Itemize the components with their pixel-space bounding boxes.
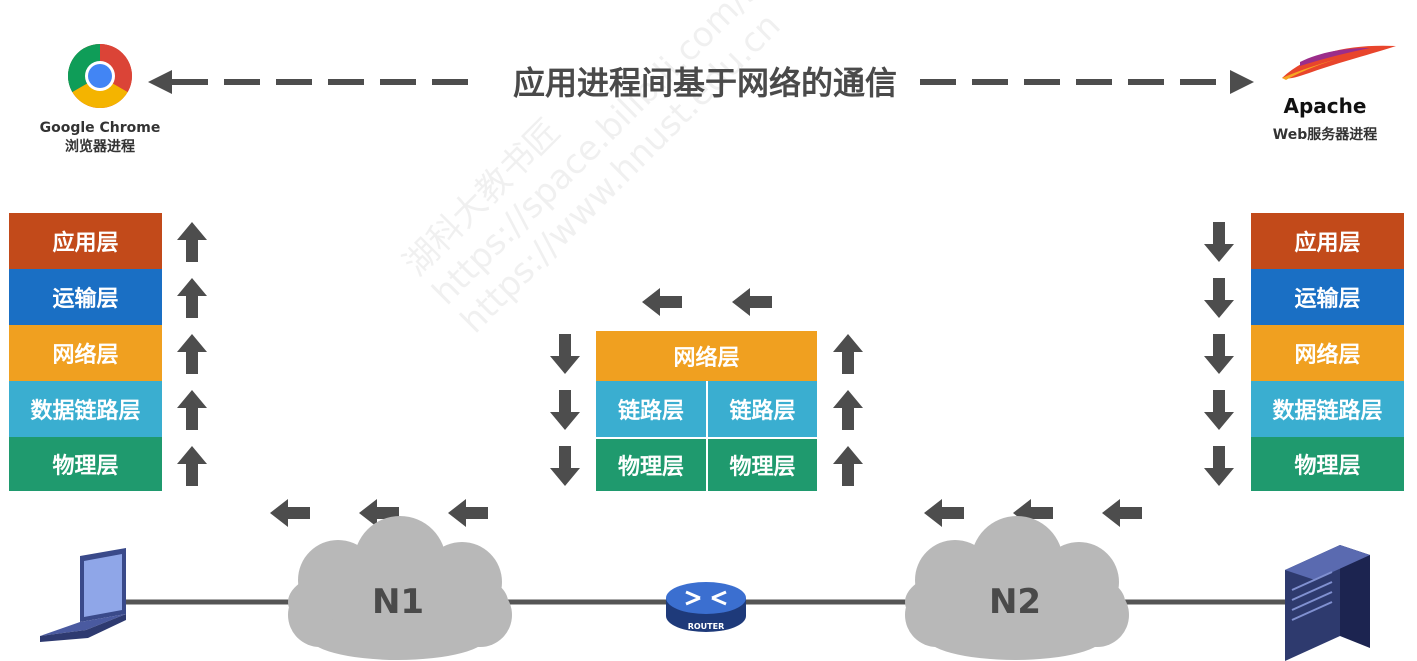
client-app-label: Google Chrome 浏览器进程 <box>30 120 170 156</box>
server-app-name: Apache <box>1283 94 1367 118</box>
left-arrow-icon <box>359 499 399 527</box>
communication-dashed-line <box>148 70 1254 94</box>
up-arrow-icon <box>177 334 207 374</box>
router-physical-layer-left: 物理层 <box>596 439 706 491</box>
down-arrow-icon <box>1204 334 1234 374</box>
down-arrow-icon <box>1204 390 1234 430</box>
network-n1-label: N1 <box>371 582 425 622</box>
router-down-arrows <box>550 334 580 486</box>
n1-left-arrows <box>270 499 488 527</box>
client-app-name: Google Chrome <box>39 120 161 136</box>
client-network-layer: 网络层 <box>9 325 162 381</box>
up-arrow-icon <box>833 390 863 430</box>
up-arrow-icon <box>177 222 207 262</box>
client-up-arrows <box>177 222 207 486</box>
client-app-process: 浏览器进程 <box>65 139 135 155</box>
network-n2-label: N2 <box>988 582 1042 622</box>
up-arrow-icon <box>177 278 207 318</box>
client-transport-layer: 运输层 <box>9 269 162 325</box>
router-link-layer-left: 链路层 <box>596 381 706 437</box>
server-down-arrows <box>1204 222 1234 486</box>
cloud-n2-icon <box>905 516 1129 660</box>
down-arrow-icon <box>550 446 580 486</box>
router-left-arrows <box>642 288 772 316</box>
server-tower-icon <box>1285 545 1370 661</box>
server-network-layer: 网络层 <box>1251 325 1404 381</box>
down-arrow-icon <box>1204 278 1234 318</box>
down-arrow-icon <box>1204 222 1234 262</box>
up-arrow-icon <box>177 446 207 486</box>
left-arrow-icon <box>448 499 488 527</box>
server-transport-layer: 运输层 <box>1251 269 1404 325</box>
left-arrow-icon <box>924 499 964 527</box>
client-physical-layer: 物理层 <box>9 437 162 491</box>
down-arrow-icon <box>550 334 580 374</box>
router-up-arrows <box>833 334 863 486</box>
router-physical-layer-right: 物理层 <box>708 439 817 491</box>
apache-feather-icon <box>1282 45 1396 80</box>
server-physical-layer: 物理层 <box>1251 437 1404 491</box>
server-app-process: Web服务器进程 <box>1272 127 1378 143</box>
server-application-layer: 应用层 <box>1251 213 1404 269</box>
chrome-logo-icon <box>68 44 132 108</box>
up-arrow-icon <box>177 390 207 430</box>
left-arrow-icon <box>270 499 310 527</box>
server-app-label: Apache Web服务器进程 <box>1255 94 1395 144</box>
left-arrow-icon <box>732 288 772 316</box>
client-datalink-layer: 数据链路层 <box>9 381 162 437</box>
left-arrow-icon <box>1102 499 1142 527</box>
left-arrow-icon <box>642 288 682 316</box>
cloud-n1-icon <box>288 516 512 660</box>
up-arrow-icon <box>833 446 863 486</box>
laptop-icon <box>40 548 126 642</box>
diagram-title: 应用进程间基于网络的通信 <box>512 64 897 102</box>
arrowhead-right-icon <box>1230 70 1254 94</box>
client-application-layer: 应用层 <box>9 213 162 269</box>
router-link-layer-right: 链路层 <box>708 381 817 437</box>
down-arrow-icon <box>550 390 580 430</box>
arrowhead-left-icon <box>148 70 172 94</box>
down-arrow-icon <box>1204 446 1234 486</box>
server-datalink-layer: 数据链路层 <box>1251 381 1404 437</box>
router-network-layer: 网络层 <box>596 331 817 381</box>
router-icon <box>666 582 746 632</box>
router-label: ROUTER <box>687 622 725 631</box>
up-arrow-icon <box>833 334 863 374</box>
